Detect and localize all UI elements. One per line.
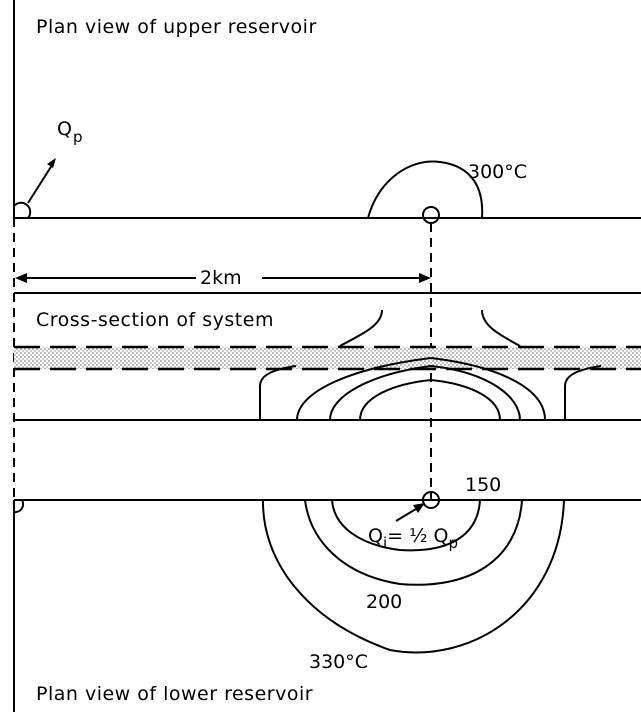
xs-contour-outer bbox=[296, 356, 546, 421]
isotherm-300-contour bbox=[367, 160, 484, 219]
isotherm-200-label: 200 bbox=[366, 591, 402, 613]
xs-isotherm-left-upper bbox=[339, 309, 383, 347]
production-label: Qp bbox=[57, 118, 83, 146]
injection-label: Qi= ½ Qp bbox=[368, 525, 458, 552]
upper-plan-title: Plan view of upper reservoir bbox=[36, 16, 317, 38]
xs-contour-outer-right bbox=[564, 365, 602, 420]
cross-section-title: Cross-section of system bbox=[36, 309, 274, 331]
upper-plan-panel: Plan view of upper reservoir Qp 300°C bbox=[13, 0, 641, 224]
production-well-symbol bbox=[13, 201, 32, 219]
upper-well-symbol bbox=[422, 206, 440, 224]
xs-contour-middle bbox=[329, 364, 521, 421]
isotherm-150-label: 150 bbox=[465, 474, 501, 496]
xs-contour-inner bbox=[359, 378, 501, 421]
injection-arrowhead bbox=[413, 503, 425, 513]
production-arrowhead bbox=[47, 158, 56, 168]
distance-arrow-right bbox=[419, 273, 431, 283]
isotherm-330-contour bbox=[261, 499, 565, 654]
lower-well-symbol bbox=[422, 491, 440, 509]
lower-plan-title: Plan view of lower reservoir bbox=[36, 683, 313, 705]
permeable-layer-fill bbox=[14, 347, 641, 369]
isotherm-200-contour bbox=[304, 499, 523, 586]
distance-label: 2km bbox=[200, 267, 242, 289]
xs-isotherm-right-upper bbox=[481, 309, 521, 347]
isotherm-150-contour bbox=[331, 499, 481, 552]
isotherm-330-label: 330°C bbox=[309, 651, 368, 673]
lower-plan-panel: Qi= ½ Qp 150 200 330°C Plan view of lowe… bbox=[13, 474, 641, 712]
isotherm-300-label: 300°C bbox=[468, 161, 527, 183]
cross-section-panel: Cross-section of system bbox=[14, 292, 641, 421]
distance-arrow-left bbox=[15, 273, 27, 283]
production-arrow bbox=[27, 161, 55, 204]
xs-contour-outer-left bbox=[259, 365, 297, 420]
lower-left-well-symbol bbox=[13, 499, 25, 514]
